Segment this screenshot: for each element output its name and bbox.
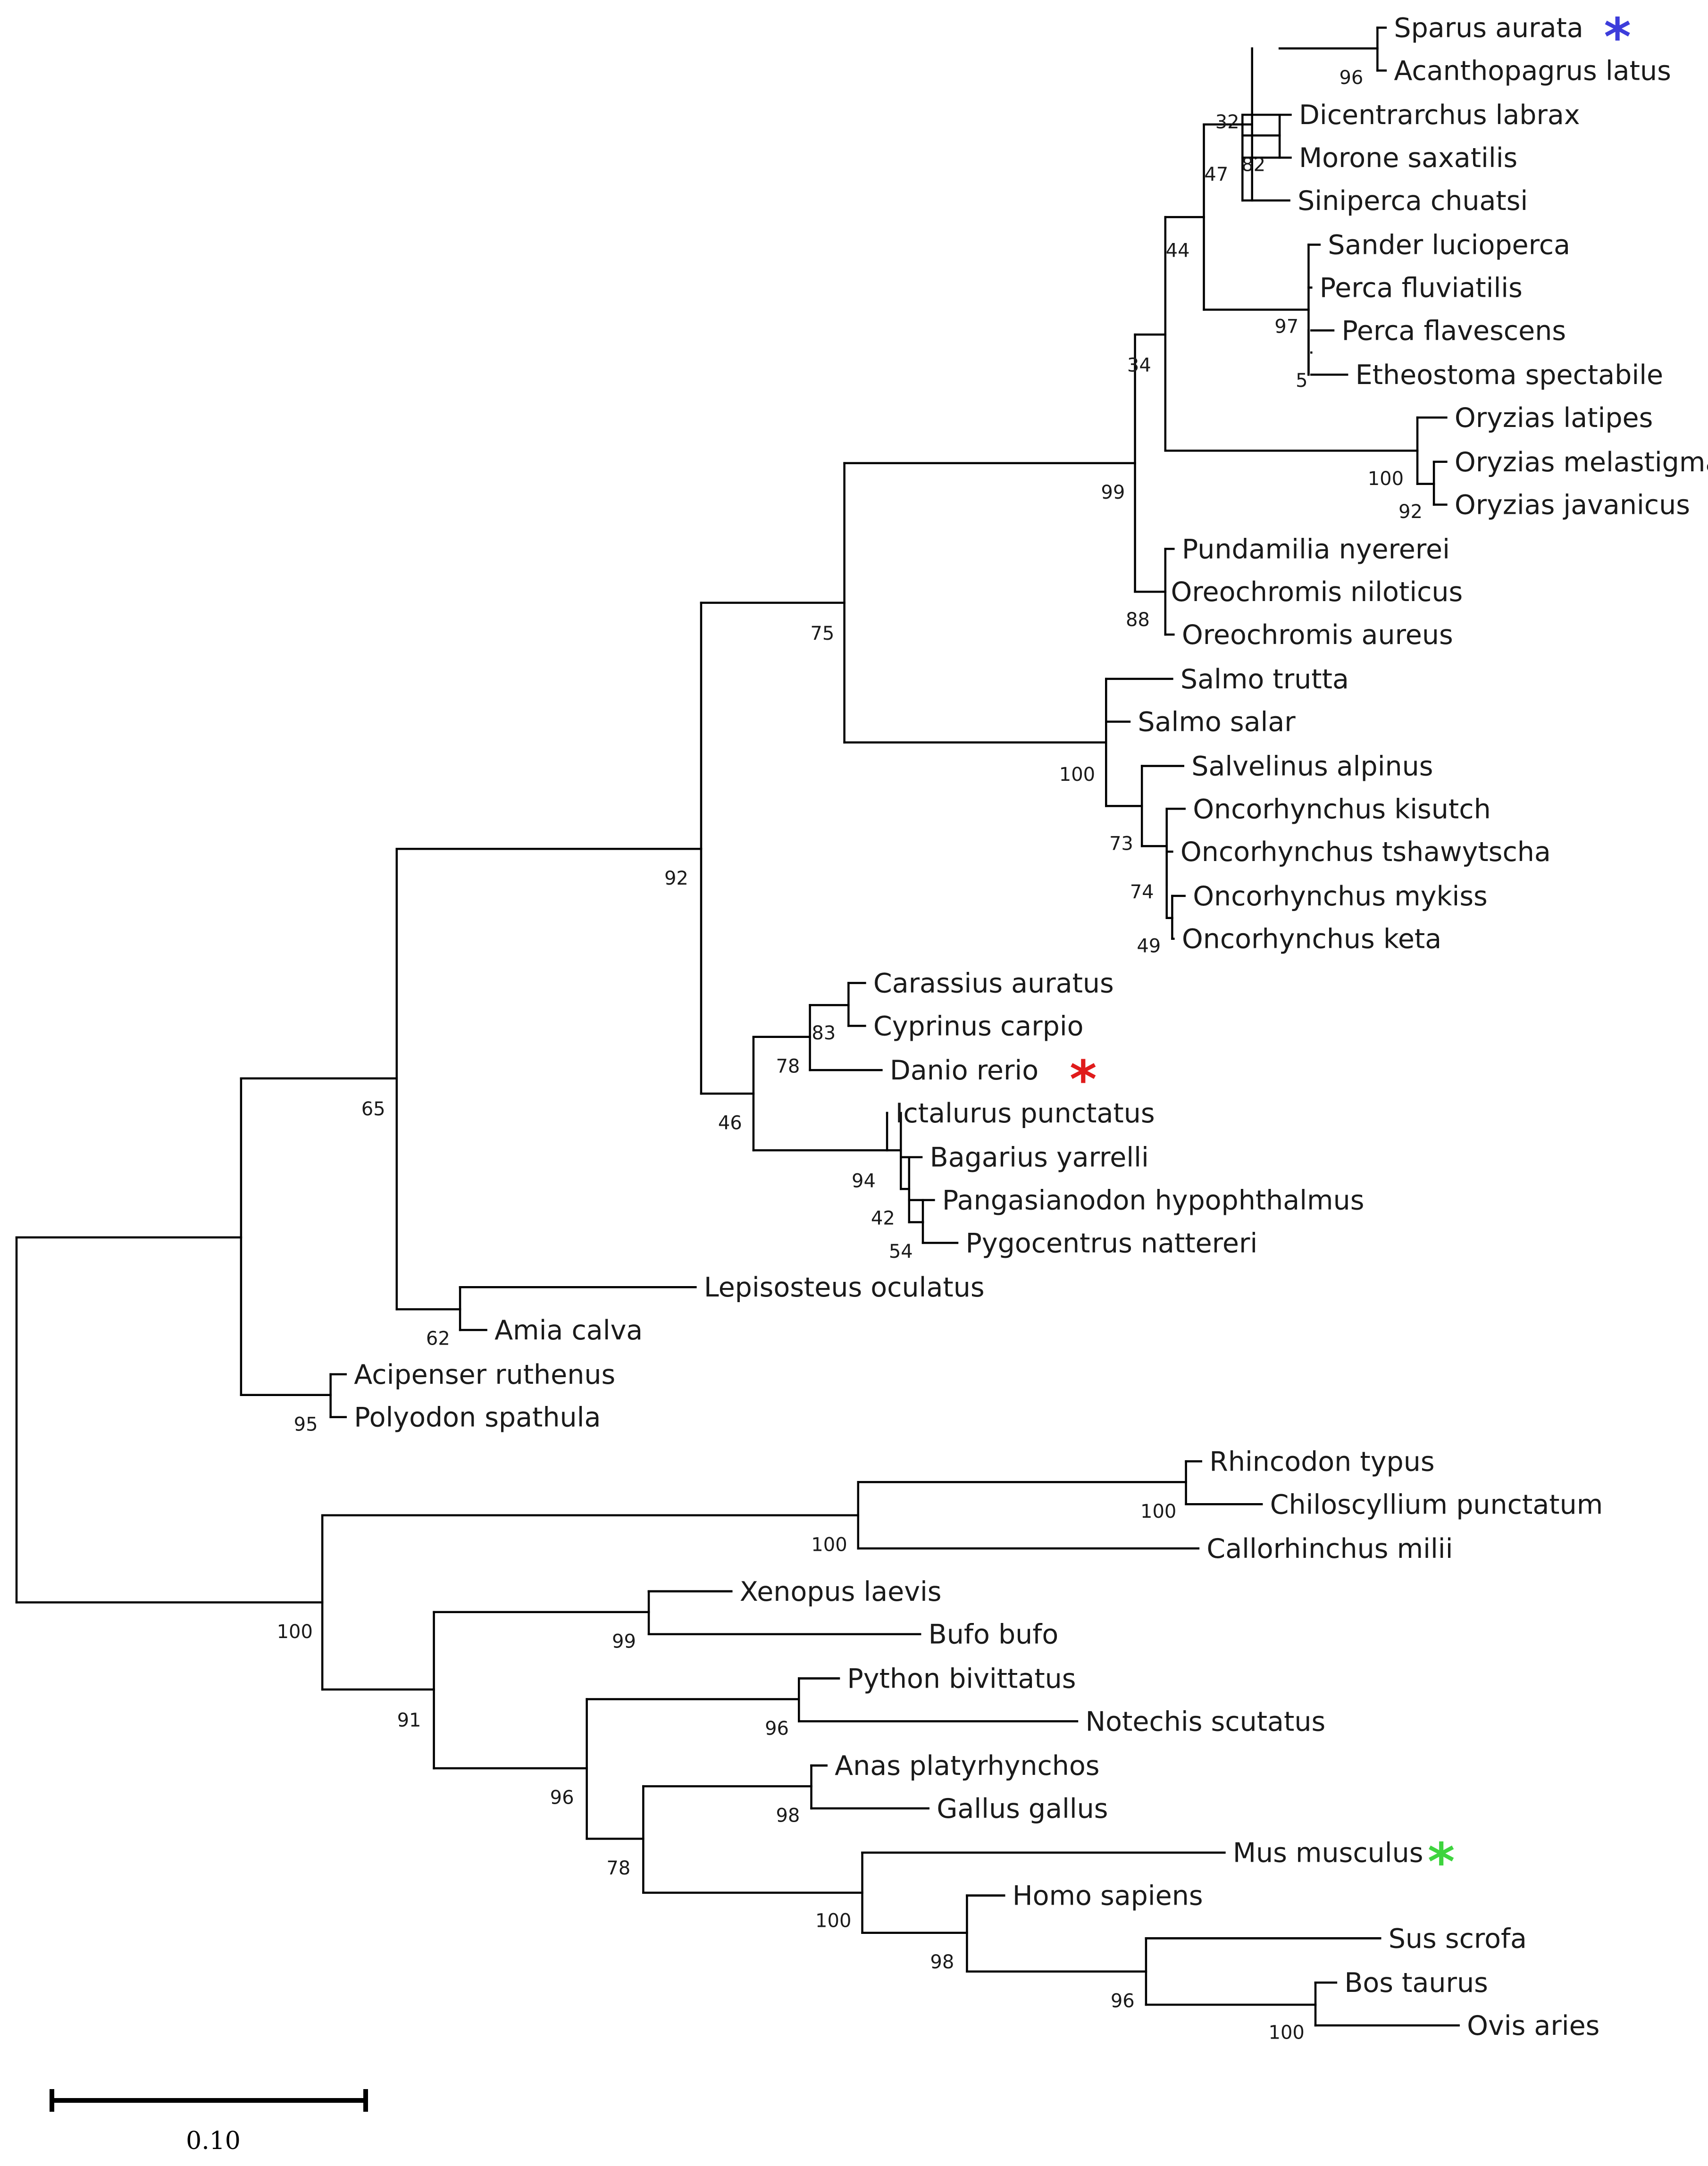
highlight-asterisk: *: [1428, 1832, 1455, 1892]
taxon-label: Oryzias melastigma: [1455, 447, 1708, 478]
taxon-label: Rhincodon typus: [1209, 1446, 1434, 1477]
bootstrap-value: 5: [1296, 370, 1307, 392]
bootstrap-value: 94: [852, 1171, 876, 1192]
bootstrap-value: 98: [776, 1805, 800, 1827]
taxon-label: Morone saxatilis: [1299, 142, 1517, 174]
taxon-label: Siniperca chuatsi: [1298, 185, 1528, 217]
bootstrap-value: 96: [1111, 1990, 1135, 2012]
taxon-label: Polyodon spathula: [354, 1402, 601, 1433]
taxon-label: Oryzias latipes: [1455, 402, 1653, 434]
taxon-label: Ovis aries: [1467, 2010, 1599, 2041]
taxon-label: Callorhinchus milii: [1206, 1533, 1453, 1564]
bootstrap-value: 95: [294, 1413, 318, 1435]
bootstrap-value: 75: [810, 623, 834, 644]
taxon-label: Salmo trutta: [1181, 664, 1349, 695]
taxon-label: Oncorhynchus mykiss: [1193, 881, 1488, 912]
bootstrap-value: 92: [664, 868, 688, 889]
highlight-markers: * * *: [1070, 7, 1631, 1892]
taxon-label: Chiloscyllium punctatum: [1270, 1489, 1603, 1520]
bootstrap-value: 96: [1339, 67, 1363, 89]
taxon-label: Cyprinus carpio: [873, 1011, 1084, 1042]
bootstrap-value: 78: [776, 1055, 800, 1077]
taxon-label: Oncorhynchus keta: [1182, 924, 1441, 955]
taxon-label: Sus scrofa: [1389, 1923, 1527, 1954]
scale-bar: 0.10: [50, 2089, 368, 2155]
bootstrap-value: 88: [1126, 609, 1150, 631]
bootstrap-value: 100: [811, 1534, 847, 1556]
bootstrap-value: 78: [606, 1857, 630, 1879]
bootstrap-value: 54: [889, 1241, 913, 1263]
taxon-label: Bagarius yarrelli: [930, 1142, 1149, 1173]
taxon-label: Notechis scutatus: [1085, 1706, 1325, 1737]
taxon-label: Amia calva: [494, 1315, 643, 1346]
bootstrap-value: 91: [397, 1709, 421, 1731]
taxon-label: Homo sapiens: [1013, 1881, 1203, 1912]
bootstrap-value: 83: [812, 1022, 836, 1044]
taxon-label: Anas platyrhynchos: [835, 1750, 1099, 1781]
taxon-label: Oncorhynchus kisutch: [1193, 794, 1491, 825]
bootstrap-value: 42: [871, 1208, 895, 1229]
bootstrap-value: 32: [1215, 111, 1239, 133]
highlight-asterisk: *: [1604, 7, 1631, 67]
bootstrap-value: 100: [815, 1910, 851, 1932]
bootstrap-value: 97: [1274, 316, 1298, 338]
taxon-label: Ictalurus punctatus: [896, 1098, 1155, 1129]
taxon-label: Mus musculus: [1233, 1838, 1423, 1869]
bootstrap-value: 34: [1127, 355, 1151, 376]
bootstrap-value: 100: [1269, 2022, 1305, 2044]
bootstrap-value: 74: [1130, 881, 1154, 903]
bootstrap-value: 46: [718, 1112, 742, 1134]
bootstrap-value: 47: [1204, 164, 1228, 185]
taxon-label: Etheostoma spectabile: [1356, 360, 1663, 391]
taxon-label: Dicentrarchus labrax: [1299, 100, 1580, 131]
bootstrap-value: 96: [765, 1718, 789, 1739]
taxon-label: Acanthopagrus latus: [1394, 55, 1671, 86]
bootstrap-value: 99: [612, 1631, 636, 1652]
bootstrap-value: 65: [361, 1098, 385, 1120]
taxon-label: Xenopus laevis: [740, 1576, 942, 1607]
taxon-label: Gallus gallus: [937, 1793, 1108, 1824]
bootstrap-value: 92: [1398, 501, 1423, 523]
taxon-label: Perca flavescens: [1341, 315, 1566, 346]
bootstrap-value: 100: [1140, 1501, 1176, 1522]
taxon-label: Salvelinus alpinus: [1191, 751, 1433, 782]
bootstrap-value: 62: [426, 1328, 450, 1350]
taxon-label: Bos taurus: [1344, 1967, 1488, 1999]
bootstrap-value: 98: [930, 1951, 954, 1973]
bootstrap-value: 100: [277, 1621, 313, 1643]
taxon-label: Bufo bufo: [929, 1619, 1059, 1650]
taxon-label: Pangasianodon hypophthalmus: [942, 1185, 1365, 1216]
taxon-label: Pundamilia nyererei: [1182, 534, 1450, 565]
taxon-label: Salmo salar: [1138, 707, 1296, 738]
bootstrap-value: 100: [1368, 468, 1404, 490]
taxon-label: Danio rerio: [890, 1055, 1038, 1086]
highlight-asterisk: *: [1070, 1049, 1097, 1110]
taxon-label: Lepisosteus oculatus: [704, 1272, 985, 1303]
taxon-label: Carassius auratus: [873, 968, 1114, 999]
taxon-label: Acipenser ruthenus: [354, 1359, 615, 1390]
taxon-label: Pygocentrus nattereri: [965, 1228, 1257, 1259]
bootstrap-value: 82: [1241, 154, 1265, 176]
taxon-label: Sparus aurata: [1394, 13, 1583, 44]
taxon-label: Sander lucioperca: [1328, 230, 1570, 261]
bootstrap-value: 49: [1137, 935, 1161, 957]
bootstrap-value: 100: [1059, 764, 1095, 786]
tree-branches: [15, 26, 1460, 2027]
taxon-label: Perca fluviatilis: [1320, 273, 1523, 304]
bootstrap-value: 44: [1166, 240, 1190, 261]
scale-bar-label: 0.10: [186, 2127, 241, 2155]
bootstrap-value: 73: [1109, 833, 1133, 855]
bootstrap-value: 96: [550, 1787, 574, 1809]
taxon-label: Oreochromis aureus: [1182, 619, 1453, 651]
taxon-label: Oryzias javanicus: [1455, 490, 1690, 521]
taxon-label: Oncorhynchus tshawytscha: [1181, 836, 1551, 868]
bootstrap-value: 99: [1101, 482, 1125, 503]
taxon-label: Oreochromis niloticus: [1171, 577, 1463, 608]
taxon-label: Python bivittatus: [847, 1664, 1076, 1695]
